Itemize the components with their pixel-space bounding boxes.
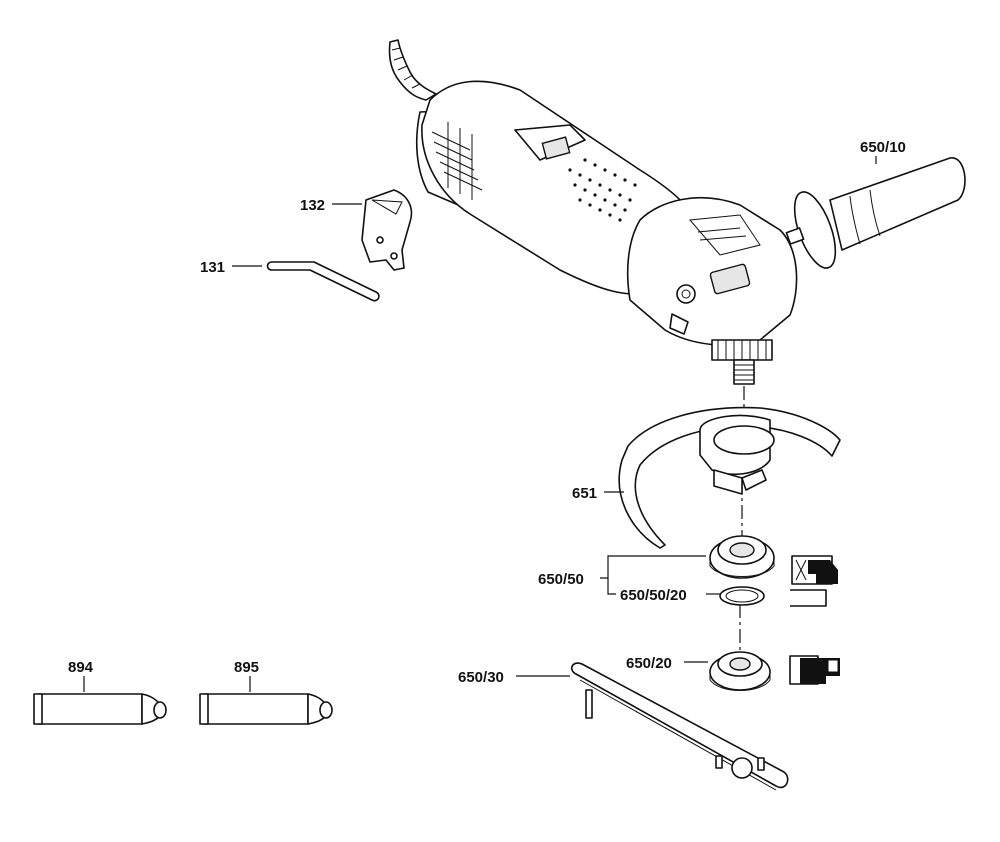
part-number-650-50-20: 650/50/20 [620,587,687,604]
part-number-651: 651 [572,485,597,502]
angle-grinder-body [388,39,798,385]
clamping-nut-section-symbol [789,655,840,685]
leader-650-50 [600,555,706,579]
part-number-895: 895 [234,659,259,676]
mounting-flange [709,535,775,579]
flange-section-symbol [790,555,838,607]
hex-key [266,261,380,302]
clamping-nut [709,651,771,691]
grease-tube-895 [199,693,333,725]
part-number-650-30: 650/30 [458,669,504,686]
part-number-132: 132 [300,197,325,214]
two-pin-spanner [570,662,789,791]
side-handle [785,157,966,269]
flange-oring [719,586,765,606]
part-number-894: 894 [68,659,94,676]
part-number-131: 131 [200,259,225,276]
part-number-650-10: 650/10 [860,139,906,156]
grease-tube-894 [33,693,167,725]
leader-650-50-20 [607,578,616,595]
part-number-650-20: 650/20 [626,655,672,672]
wheel-guard [618,406,841,549]
part-number-650-50: 650/50 [538,571,584,588]
locking-plate [361,189,413,271]
